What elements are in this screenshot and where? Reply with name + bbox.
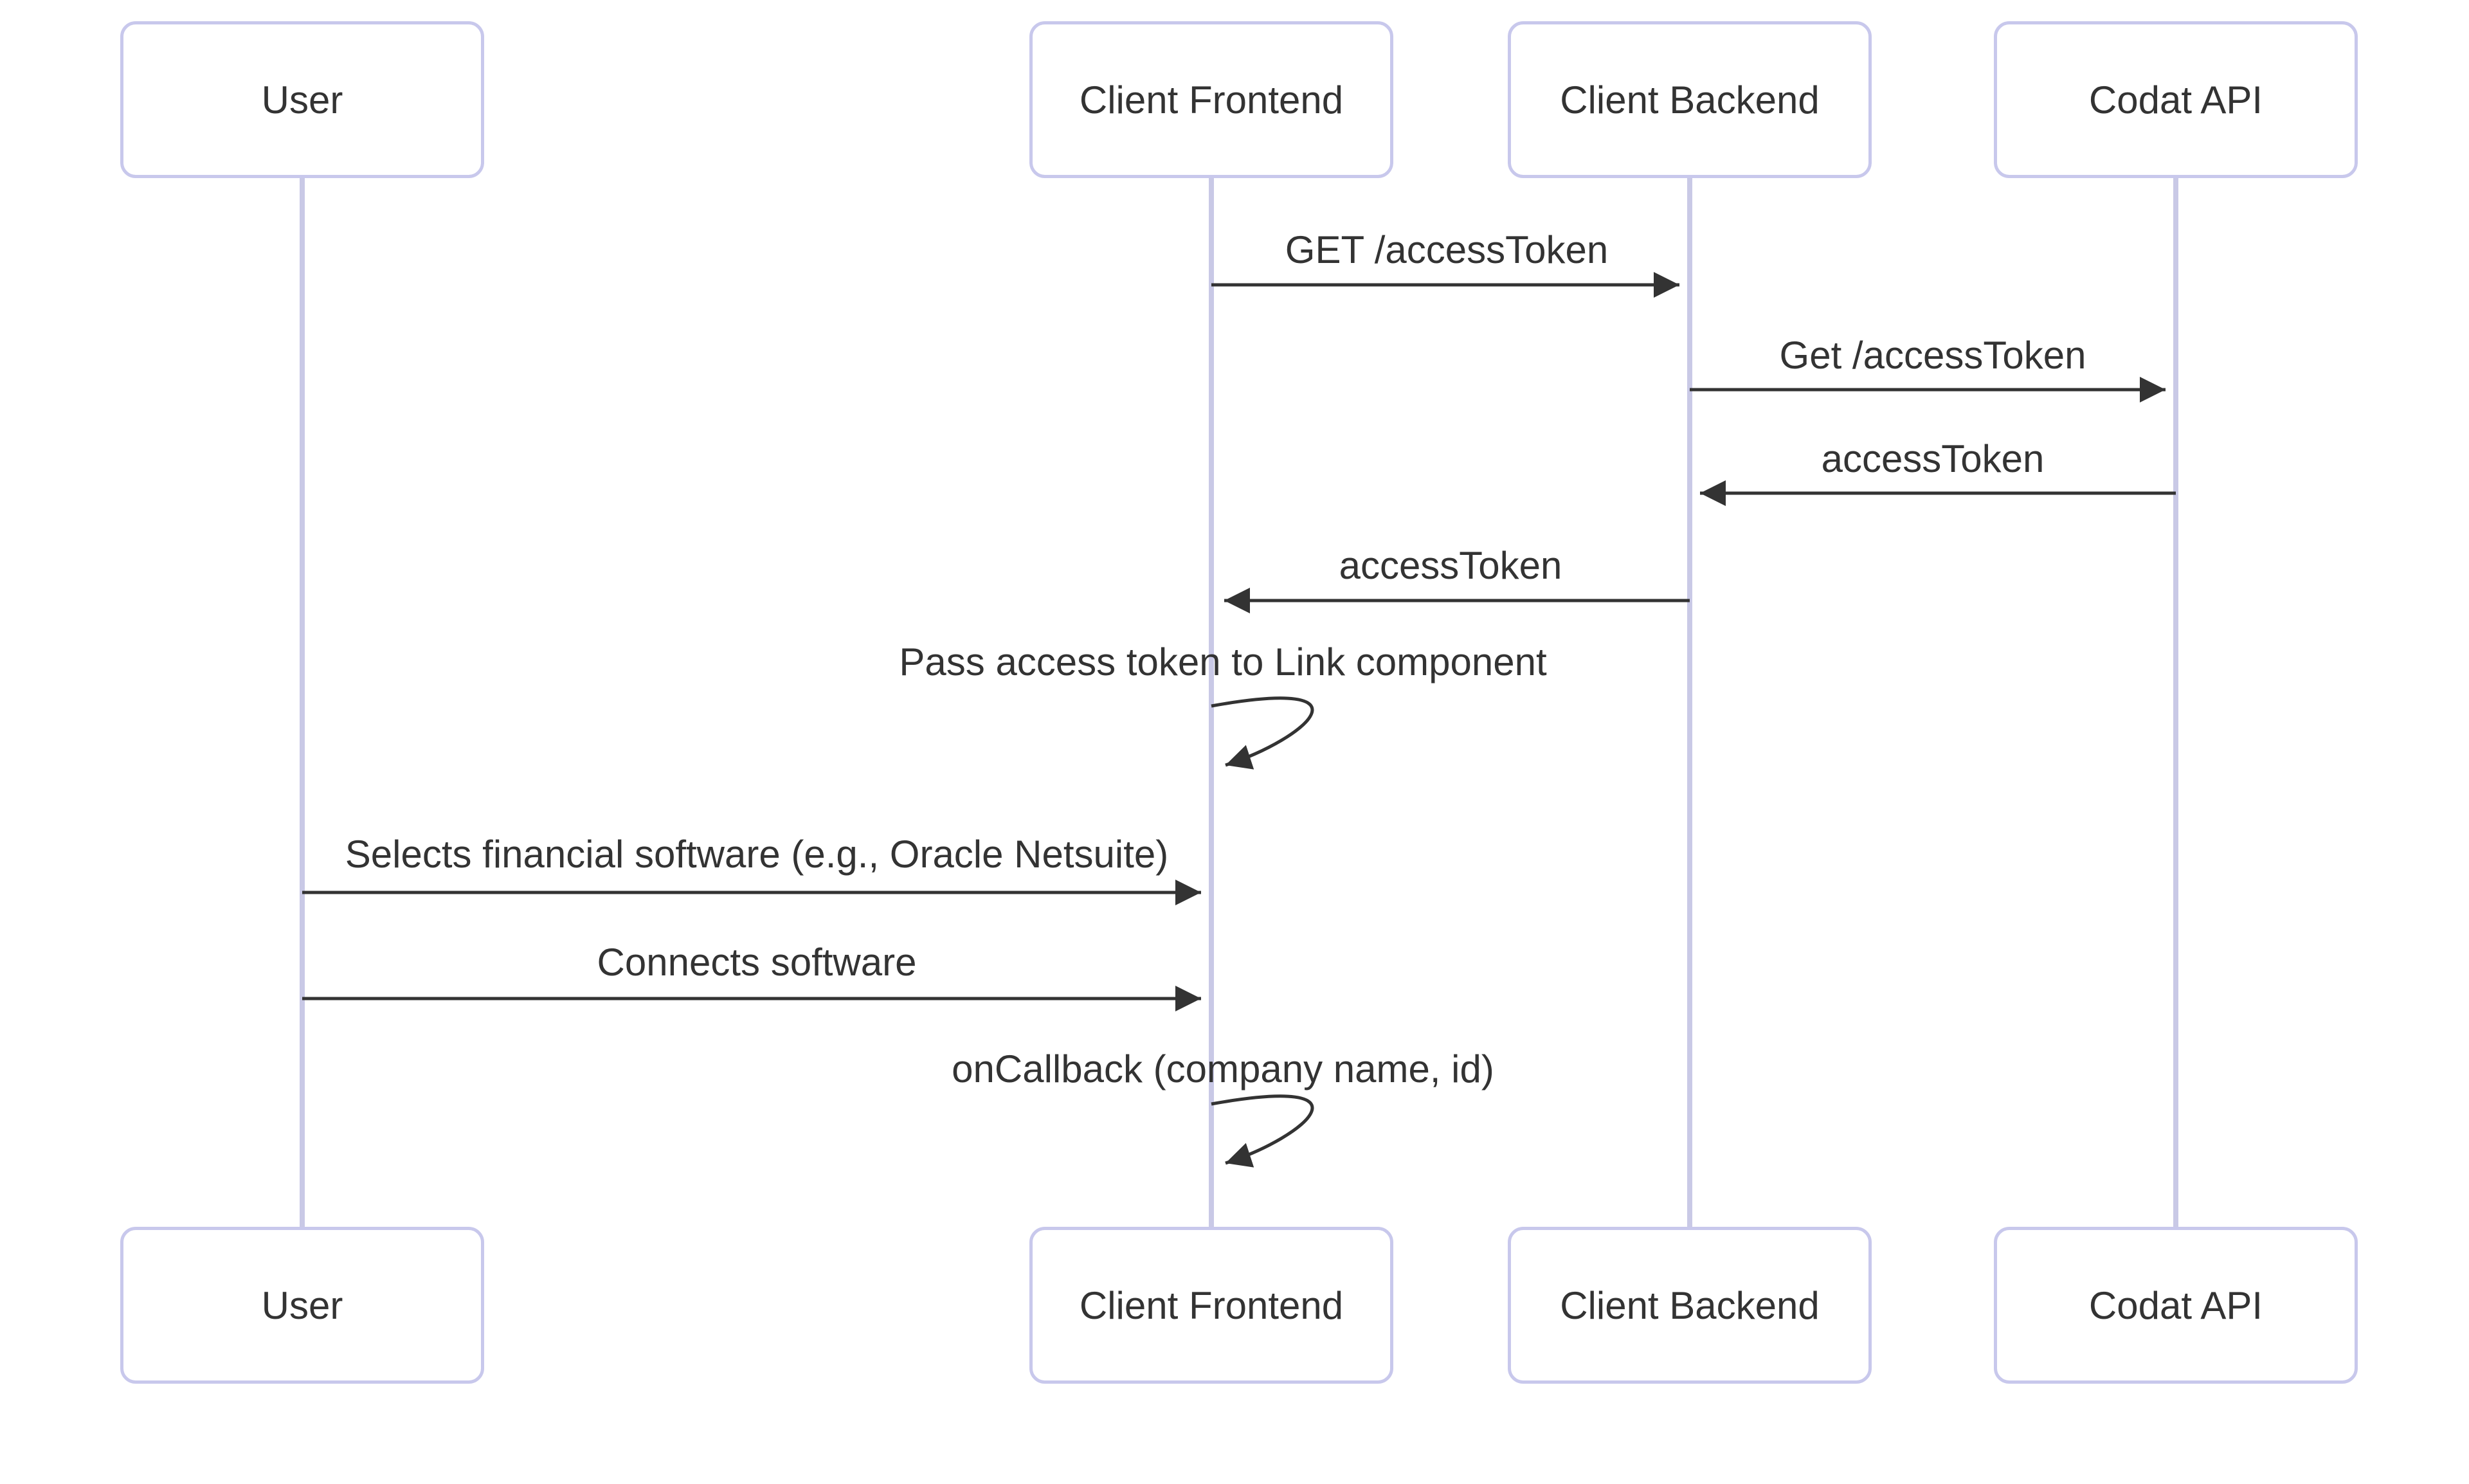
actor-label: Client Backend: [1560, 78, 1820, 122]
actor-label: User: [261, 78, 343, 122]
actor-box-user-bottom: User: [120, 1227, 484, 1384]
message-label-accesstoken-return-backend: accessToken: [1821, 437, 2045, 480]
actor-box-client-frontend-top: Client Frontend: [1029, 21, 1393, 178]
actor-box-user-top: User: [120, 21, 484, 178]
message-label-selects-financial-software: Selects financial software (e.g., Oracle…: [345, 833, 1169, 876]
message-label-pass-access-token: Pass access token to Link component: [899, 640, 1547, 683]
message-label-get-accesstoken-codat: Get /accessToken: [1779, 334, 2086, 377]
message-label-get-accesstoken: GET /accessToken: [1285, 228, 1609, 271]
lifeline-codat-api: [2173, 170, 2178, 1231]
lifeline-user: [300, 170, 305, 1231]
actor-label: Codat API: [2088, 1283, 2263, 1327]
actor-label: Client Frontend: [1079, 1283, 1344, 1327]
actor-label: Client Frontend: [1079, 78, 1344, 122]
actor-label: User: [261, 1283, 343, 1327]
actor-box-client-backend-top: Client Backend: [1508, 21, 1872, 178]
message-label-connects-software: Connects software: [597, 941, 917, 984]
actor-box-client-frontend-bottom: Client Frontend: [1029, 1227, 1393, 1384]
lifeline-client-backend: [1687, 170, 1692, 1231]
self-loop-oncallback: [1211, 1094, 1314, 1168]
actor-box-codat-api-bottom: Codat API: [1994, 1227, 2358, 1384]
message-label-accesstoken-return-frontend: accessToken: [1339, 544, 1562, 587]
lifeline-client-frontend: [1209, 170, 1214, 1231]
actor-label: Client Backend: [1560, 1283, 1820, 1327]
self-loop-pass-access-token: [1211, 696, 1314, 770]
actor-label: Codat API: [2088, 78, 2263, 122]
message-label-oncallback: onCallback (company name, id): [952, 1047, 1494, 1090]
actor-box-client-backend-bottom: Client Backend: [1508, 1227, 1872, 1384]
actor-box-codat-api-top: Codat API: [1994, 21, 2358, 178]
